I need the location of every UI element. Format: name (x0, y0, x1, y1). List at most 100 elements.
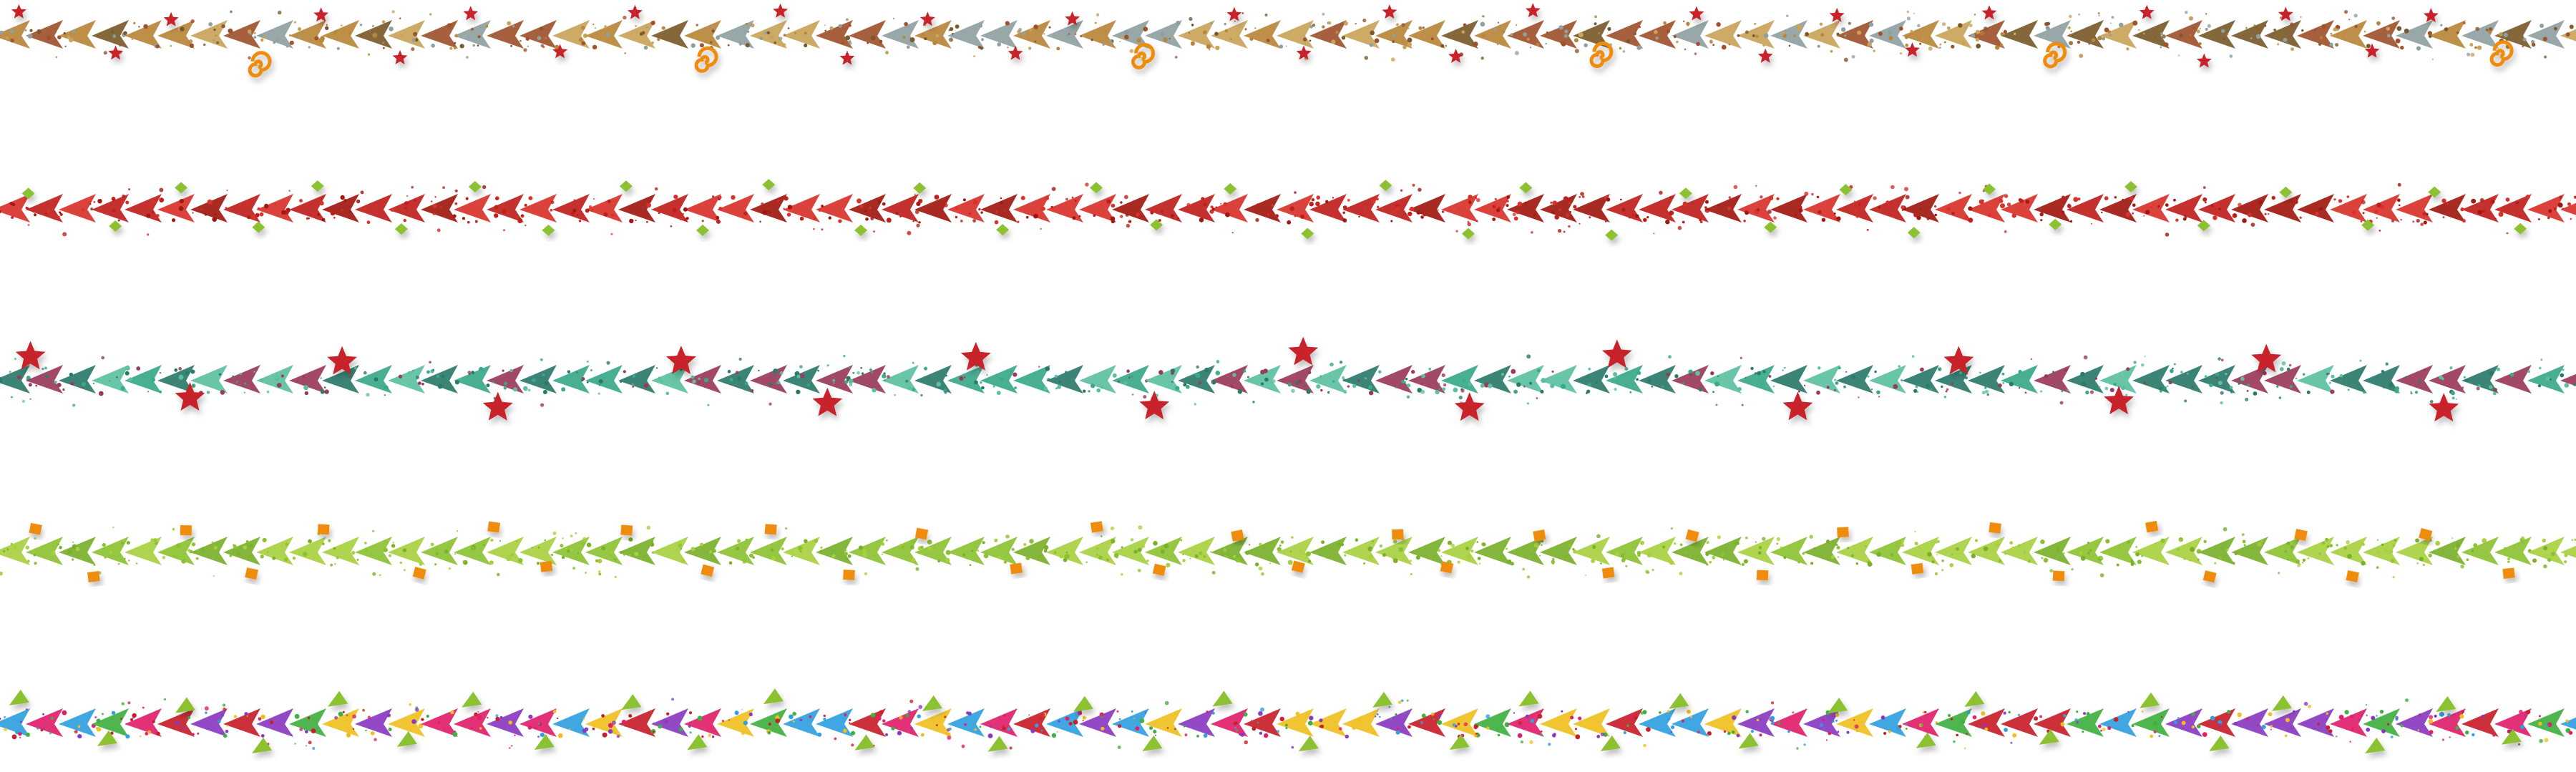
glitter-speck (1504, 722, 1510, 728)
glitter-speck (2024, 551, 2026, 553)
glitter-speck (2419, 557, 2424, 562)
star-icon (1601, 339, 1632, 368)
glitter-speck (1817, 44, 1820, 48)
glitter-dot (153, 538, 157, 542)
glitter-speck (651, 41, 654, 44)
glitter-speck (1206, 710, 1209, 713)
glitter-dot (2125, 394, 2128, 396)
glitter-dot (495, 714, 499, 718)
glitter-speck (2326, 725, 2331, 730)
glitter-dot (1526, 354, 1531, 359)
glitter-speck (1605, 220, 1607, 223)
chevron (2330, 194, 2367, 223)
glitter-speck (1442, 210, 1445, 213)
chevron (355, 537, 392, 565)
glitter-dot (2078, 13, 2081, 16)
glitter-dot (2180, 371, 2183, 373)
glitter-speck (1938, 367, 1942, 371)
chevron (2363, 20, 2400, 49)
chevron (223, 20, 260, 49)
glitter-speck (709, 550, 713, 554)
glitter-dot (2062, 552, 2065, 554)
glitter-speck (146, 213, 151, 218)
glitter-speck (1396, 23, 1399, 26)
chevron (1342, 20, 1380, 49)
glitter-speck (2126, 367, 2130, 371)
glitter-speck (28, 383, 32, 387)
glitter-speck (1150, 210, 1154, 215)
glitter-speck (421, 382, 424, 386)
glitter-speck (766, 31, 771, 34)
glitter-speck (1096, 388, 1101, 393)
glitter-speck (1050, 205, 1053, 209)
glitter-speck (2141, 554, 2143, 557)
glitter-dot (1913, 12, 1916, 14)
glitter-speck (602, 732, 608, 738)
glitter-dot (1438, 383, 1440, 385)
glitter-speck (934, 195, 940, 200)
glitter-speck (225, 207, 228, 210)
glitter-speck (646, 220, 648, 223)
glitter-speck (1083, 389, 1086, 393)
glitter-speck (172, 218, 176, 223)
glitter-dot (1330, 362, 1334, 367)
square-icon (487, 521, 501, 533)
glitter-speck (718, 195, 722, 200)
chevron (2001, 194, 2038, 223)
glitter-dot (172, 527, 175, 531)
glitter-dot (1260, 707, 1264, 712)
glitter-dot (128, 188, 131, 191)
glitter-speck (2361, 542, 2365, 546)
chevron (914, 20, 952, 49)
chevron (717, 20, 754, 49)
glitter-speck (486, 383, 490, 388)
chevron (1211, 537, 1248, 565)
glitter-speck (1971, 553, 1976, 559)
glitter-dot (2079, 210, 2082, 212)
glitter-speck (441, 374, 445, 378)
glitter-dot (671, 698, 674, 701)
chevron (1507, 365, 1544, 394)
glitter-speck (2017, 544, 2021, 548)
glitter-speck (1931, 560, 1935, 564)
glitter-speck (67, 549, 73, 554)
glitter-speck (369, 30, 371, 32)
glitter-speck (2285, 718, 2290, 723)
triangle-icon (1518, 690, 1539, 707)
chevron (1540, 365, 1577, 394)
glitter-speck (96, 727, 102, 732)
diamond-icon (542, 224, 555, 236)
glitter-dot (1336, 542, 1340, 547)
glitter-speck (2226, 548, 2229, 552)
star-icon (175, 382, 205, 411)
glitter-speck (2329, 42, 2333, 47)
glitter-speck (743, 211, 748, 216)
chevron (651, 365, 688, 394)
glitter-speck (2520, 725, 2524, 729)
glitter-dot (2104, 198, 2107, 200)
glitter-dot (1684, 48, 1687, 51)
glitter-speck (2187, 373, 2189, 375)
glitter-dot (1142, 544, 1146, 548)
glitter-speck (1752, 34, 1755, 37)
glitter-dot (1096, 554, 1098, 557)
triangle-icon (1298, 736, 1319, 752)
chevron (2494, 708, 2532, 737)
glitter-speck (259, 212, 264, 217)
glitter-speck (2464, 378, 2469, 383)
glitter-speck (532, 378, 536, 383)
glitter-speck (1319, 718, 1323, 723)
glitter-dot (1745, 30, 1749, 34)
glitter-dot (537, 546, 540, 549)
glitter-speck (314, 36, 318, 41)
glitter-dot (2416, 218, 2420, 223)
diamond-icon (913, 182, 927, 194)
glitter-dot (738, 357, 742, 361)
glitter-speck (2383, 386, 2385, 389)
glitter-speck (1407, 725, 1411, 729)
chevron (2001, 537, 2038, 565)
glitter-speck (809, 715, 812, 718)
glitter-speck (412, 369, 414, 372)
glitter-dot (334, 563, 336, 565)
glitter-speck (304, 549, 306, 552)
